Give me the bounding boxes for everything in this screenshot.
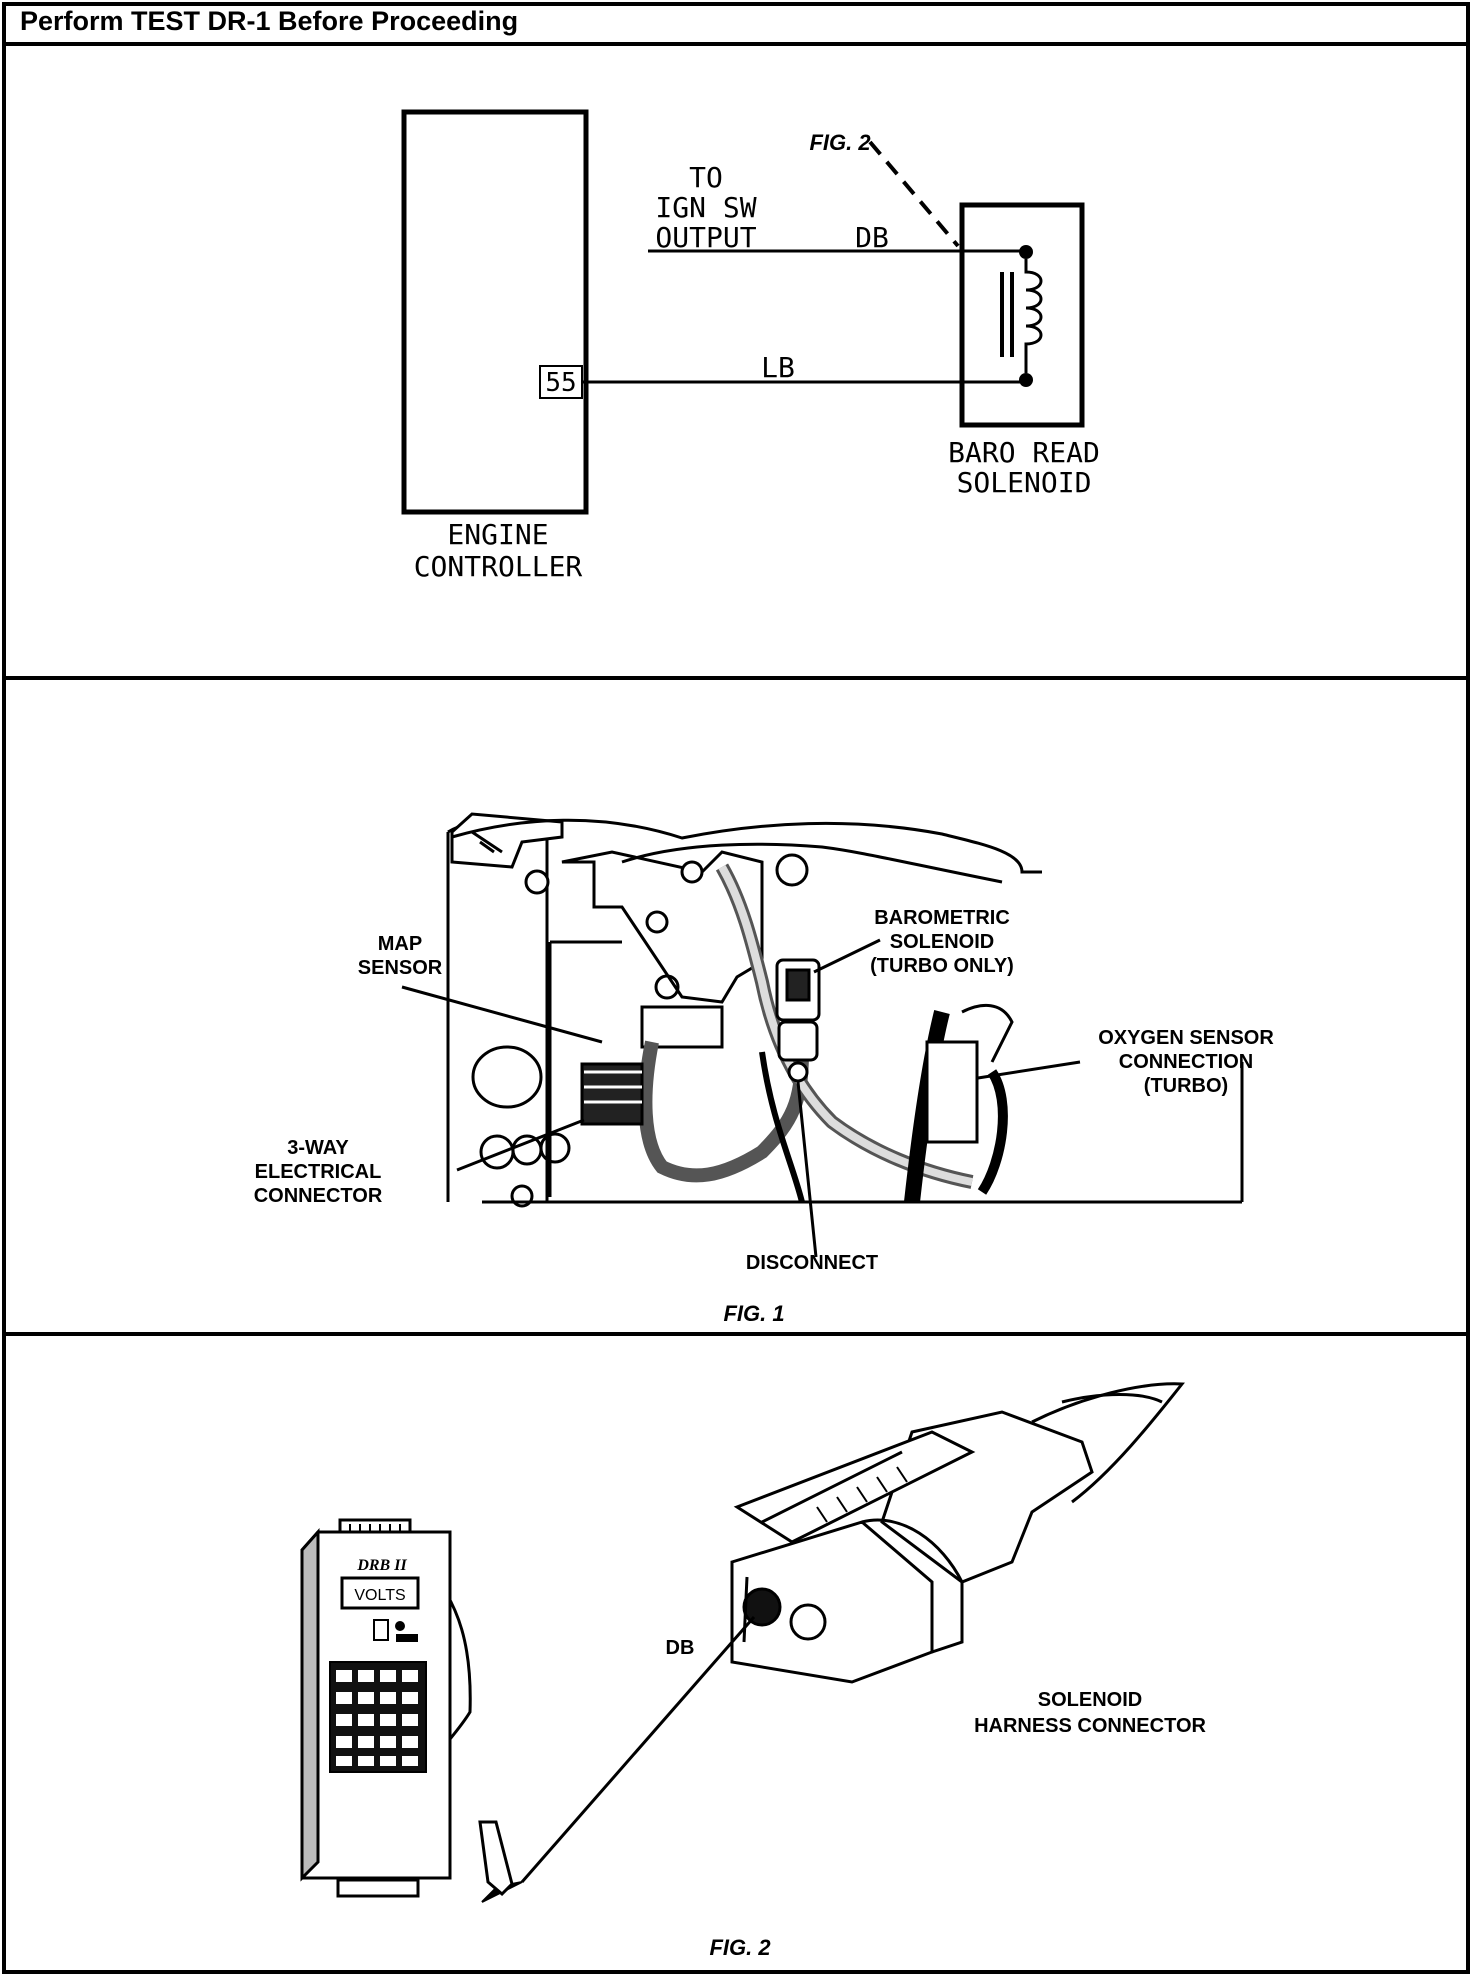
- oxygen-label-3: (TURBO): [1144, 1075, 1228, 1097]
- solenoid-label-1: BARO READ: [948, 436, 1100, 469]
- pin-55-box: [539, 365, 583, 399]
- fig2-connector-illustration: [730, 1382, 1185, 1684]
- output-label: OUTPUT: [655, 221, 756, 254]
- db-label: DB: [666, 1637, 695, 1659]
- map-sensor-label-2: SENSOR: [358, 957, 443, 979]
- terminal-bottom: [1019, 373, 1033, 387]
- baro-label-1: BAROMETRIC: [874, 907, 1010, 929]
- oxygen-label-1: OXYGEN SENSOR: [1098, 1027, 1274, 1049]
- connector-label-3: CONNECTOR: [254, 1185, 383, 1207]
- solenoid-label-2: SOLENOID: [957, 466, 1092, 499]
- tool-brand: DRB II: [356, 1557, 407, 1574]
- map-sensor-label-1: MAP: [378, 933, 422, 955]
- harness-label-2: HARNESS CONNECTOR: [974, 1715, 1206, 1737]
- fig1-leader-lines: [401, 938, 1081, 1258]
- oxygen-label-2: CONNECTION: [1119, 1051, 1253, 1073]
- fig2-caption: FIG. 2: [709, 1935, 771, 1960]
- connector-label-2: ELECTRICAL: [255, 1161, 382, 1183]
- fig1-engine-illustration: [446, 812, 1244, 1208]
- fig2-labels: DB SOLENOID HARNESS CONNECTOR FIG. 2: [666, 1637, 1207, 1960]
- disconnect-label: DISCONNECT: [746, 1252, 878, 1274]
- coil-symbol: [1000, 259, 1043, 373]
- tool-display: VOLTS: [354, 1587, 405, 1604]
- probe-handle: [478, 1820, 514, 1897]
- engine-controller-box: [401, 109, 589, 515]
- wire-db-label: DB: [855, 221, 889, 254]
- pin-label: 55: [545, 368, 576, 398]
- connector-label-1: 3-WAY: [287, 1137, 349, 1159]
- baro-label-3: (TURBO ONLY): [870, 955, 1014, 977]
- drb-tool: DRB II VOLTS: [300, 1518, 452, 1898]
- to-label: TO: [689, 161, 723, 194]
- solenoid-box: [959, 202, 1085, 428]
- baro-label-2: SOLENOID: [890, 931, 994, 953]
- fig2-leader-dashed: [868, 140, 960, 248]
- fig2-reference: FIG. 2: [809, 130, 871, 155]
- terminal-top: [1019, 245, 1033, 259]
- ign-sw-label: IGN SW: [655, 191, 756, 224]
- controller-label-2: CONTROLLER: [414, 550, 583, 583]
- fig1-labels: MAP SENSOR BAROMETRIC SOLENOID (TURBO ON…: [254, 907, 1275, 1326]
- page-title: Perform TEST DR-1 Before Proceeding: [20, 6, 519, 36]
- harness-label-1: SOLENOID: [1038, 1689, 1142, 1711]
- wire-lb-label: LB: [761, 351, 795, 384]
- probe-wire: [520, 1616, 756, 1883]
- controller-label-1: ENGINE: [447, 518, 548, 551]
- wiring-schematic: 55 FIG. 2 TO IGN SW OUTPUT DB LB ENGINE …: [401, 109, 1100, 583]
- fig1-caption: FIG. 1: [723, 1301, 784, 1326]
